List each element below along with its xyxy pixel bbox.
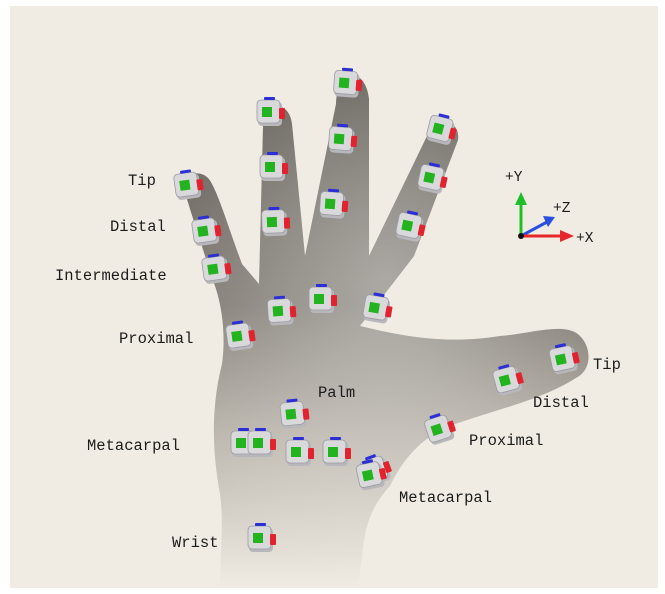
joint-red-face <box>356 80 363 91</box>
joint-blue-face <box>255 428 266 431</box>
joint-green-face <box>555 354 567 366</box>
joint-green-face <box>179 180 190 191</box>
thumb-distal-label: Distal <box>533 396 589 412</box>
joint-little-proximal-marker <box>362 291 395 324</box>
joint-red-face <box>308 448 314 459</box>
joint-green-face <box>253 438 263 448</box>
joint-green-face <box>265 162 275 172</box>
finger-intermediate-label: Intermediate <box>55 269 167 285</box>
y-axis-arrowhead <box>515 192 527 205</box>
z-axis-label: +Z <box>553 202 570 217</box>
thumb-proximal-label: Proximal <box>469 434 543 450</box>
joint-red-face <box>270 534 276 545</box>
finger-metacarpal-label: Metacarpal <box>87 439 180 455</box>
joint-blue-face <box>238 428 249 431</box>
joint-green-face <box>231 331 242 342</box>
joint-red-face <box>284 217 290 228</box>
wrist-label: Wrist <box>172 536 219 552</box>
finger-tip-label: Tip <box>128 174 156 190</box>
joint-green-face <box>207 264 218 275</box>
joint-blue-face <box>267 152 278 155</box>
joint-red-face <box>345 448 351 459</box>
joint-blue-face <box>330 437 341 440</box>
joint-red-face <box>302 408 309 420</box>
joint-red-face <box>282 163 288 174</box>
joint-red-face <box>342 201 349 212</box>
joint-green-face <box>291 447 301 457</box>
joint-green-face <box>368 302 380 314</box>
finger-distal-label: Distal <box>110 220 166 236</box>
x-axis-arrowhead <box>560 230 574 242</box>
x-axis-label: +X <box>576 232 593 247</box>
joint-green-face <box>285 409 296 420</box>
thumb-metacarpal-label: Metacarpal <box>399 491 492 507</box>
joint-index-tip-marker <box>173 168 205 201</box>
joint-green-face <box>325 199 336 210</box>
joint-green-face <box>334 134 345 145</box>
joint-green-face <box>423 172 435 184</box>
joint-red-face <box>351 136 358 147</box>
joint-green-face <box>262 107 272 117</box>
finger-proximal-label: Proximal <box>119 332 193 348</box>
joint-green-face <box>314 294 324 304</box>
joint-red-face <box>290 306 297 317</box>
joint-red-face <box>270 439 276 450</box>
joint-blue-face <box>255 523 266 526</box>
joint-blue-face <box>264 97 275 100</box>
joint-green-face <box>401 220 413 232</box>
joint-red-face <box>279 108 285 119</box>
joint-blue-face <box>316 284 327 287</box>
joint-green-face <box>197 226 208 237</box>
axis-origin <box>518 233 524 239</box>
joint-green-face <box>273 306 284 317</box>
joint-blue-face <box>268 207 279 210</box>
axis-gizmo <box>515 192 574 242</box>
thumb-tip-label: Tip <box>593 358 621 374</box>
joint-green-face <box>267 217 277 227</box>
diagram-canvas: Tip Distal Intermediate Proximal Palm Me… <box>10 6 658 588</box>
joint-green-face <box>328 447 338 457</box>
joint-green-face <box>253 533 263 543</box>
y-axis-label: +Y <box>505 171 522 186</box>
hand-skeleton-diagram <box>10 6 658 588</box>
z-axis-arrow <box>521 222 547 236</box>
joint-blue-face <box>293 437 304 440</box>
joint-green-face <box>339 78 350 89</box>
palm-label: Palm <box>318 386 355 402</box>
joint-green-face <box>362 470 374 482</box>
joint-green-face <box>236 438 246 448</box>
joint-middle-tip-marker <box>257 97 285 126</box>
joint-red-face <box>331 295 337 306</box>
